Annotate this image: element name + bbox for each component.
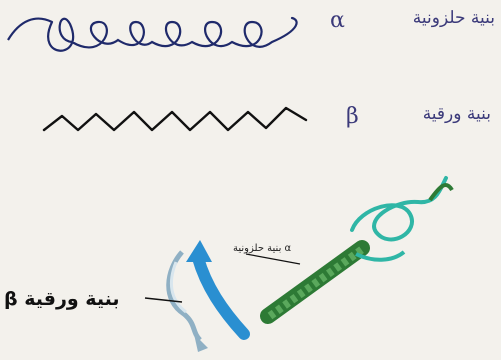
alpha-label-pointer <box>246 254 300 264</box>
alpha-structure-label: بنية حلزونية <box>413 8 495 28</box>
beta-zigzag-drawing <box>44 108 306 130</box>
protein-alpha-helix <box>268 248 404 316</box>
beta-structure-label: بنية ورقية <box>423 104 491 124</box>
alpha-helix-drawing <box>48 18 296 51</box>
beta-symbol: β <box>346 104 359 129</box>
alpha-symbol: α <box>330 8 345 33</box>
protein-loop <box>352 178 446 239</box>
beta-strand-arrow <box>186 240 244 334</box>
alpha-helix-start-stroke <box>8 19 52 40</box>
protein-beta-label: بنية ورقية β <box>4 288 119 310</box>
protein-tail <box>430 185 452 200</box>
protein-alpha-label: α بنية حلزونية <box>233 243 291 254</box>
